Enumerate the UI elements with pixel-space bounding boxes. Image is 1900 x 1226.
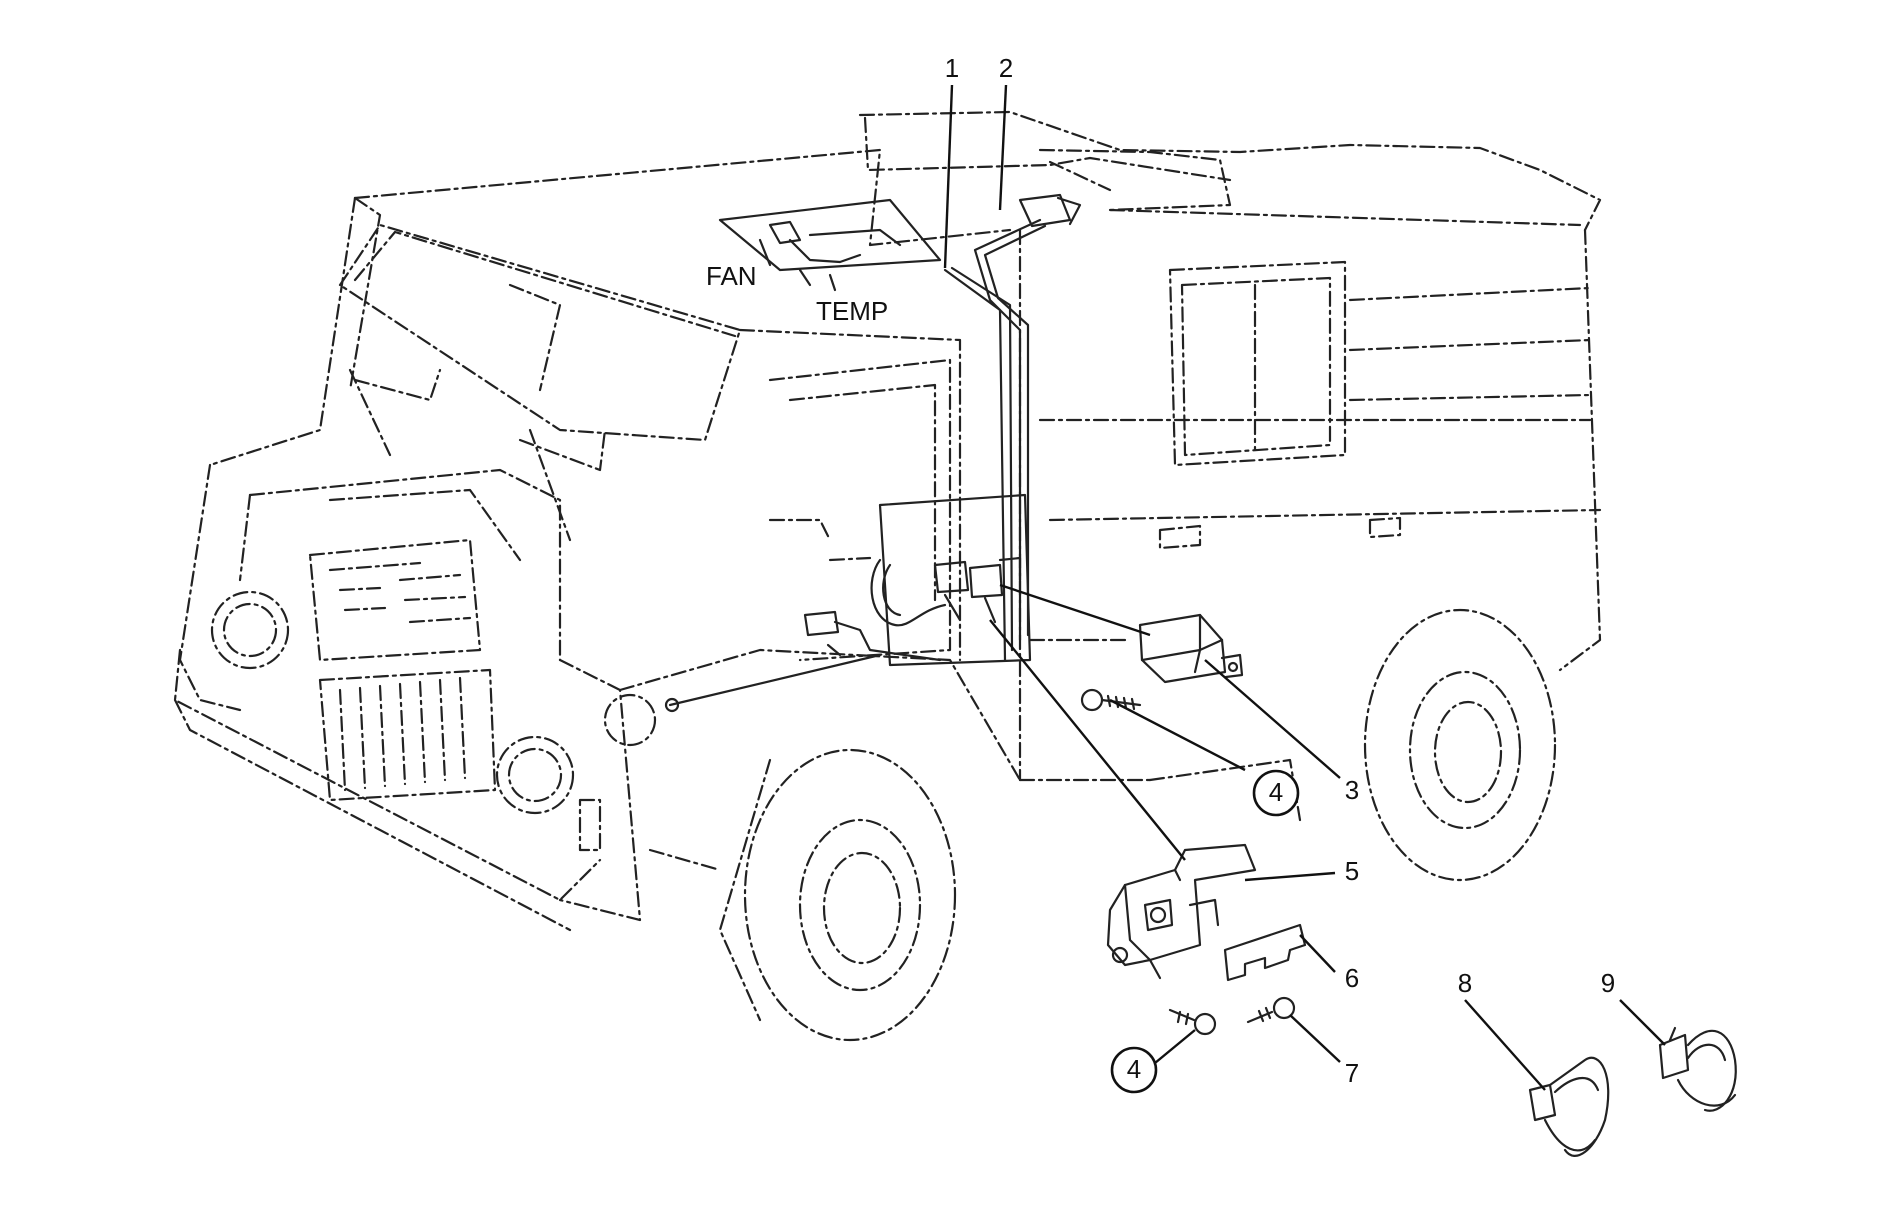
- front-wheel: [718, 748, 957, 1042]
- callout-1: 1: [945, 53, 959, 83]
- screw-4-lower: [1168, 1008, 1217, 1036]
- callout-4-lower: 4: [1110, 1046, 1158, 1094]
- fan-label: FAN: [706, 261, 757, 291]
- module-component-5: [1106, 843, 1257, 980]
- rear-wheel: [1363, 608, 1557, 882]
- screw-4-upper: [1080, 688, 1142, 712]
- screw-component-7: [1246, 996, 1296, 1024]
- leader-lines: [943, 84, 1666, 1091]
- callout-9: 9: [1601, 968, 1615, 998]
- bracket-component-6: [1223, 923, 1307, 982]
- callout-4-lower-text: 4: [1127, 1054, 1141, 1084]
- harness-component-8: [1528, 1056, 1610, 1157]
- temp-label: TEMP: [816, 296, 888, 326]
- harness-component-9: [1658, 1026, 1737, 1112]
- relay-component-3: [1138, 613, 1244, 684]
- callout-8: 8: [1458, 968, 1472, 998]
- wiring-harness: [664, 193, 1082, 713]
- callout-2: 2: [999, 53, 1013, 83]
- callout-5: 5: [1345, 856, 1359, 886]
- callout-4-upper-text: 4: [1269, 777, 1283, 807]
- callout-3: 3: [1345, 775, 1359, 805]
- callout-6: 6: [1345, 963, 1359, 993]
- callout-7: 7: [1345, 1058, 1359, 1088]
- vehicle-body: [173, 110, 1602, 932]
- callout-4-upper: 4: [1252, 769, 1300, 817]
